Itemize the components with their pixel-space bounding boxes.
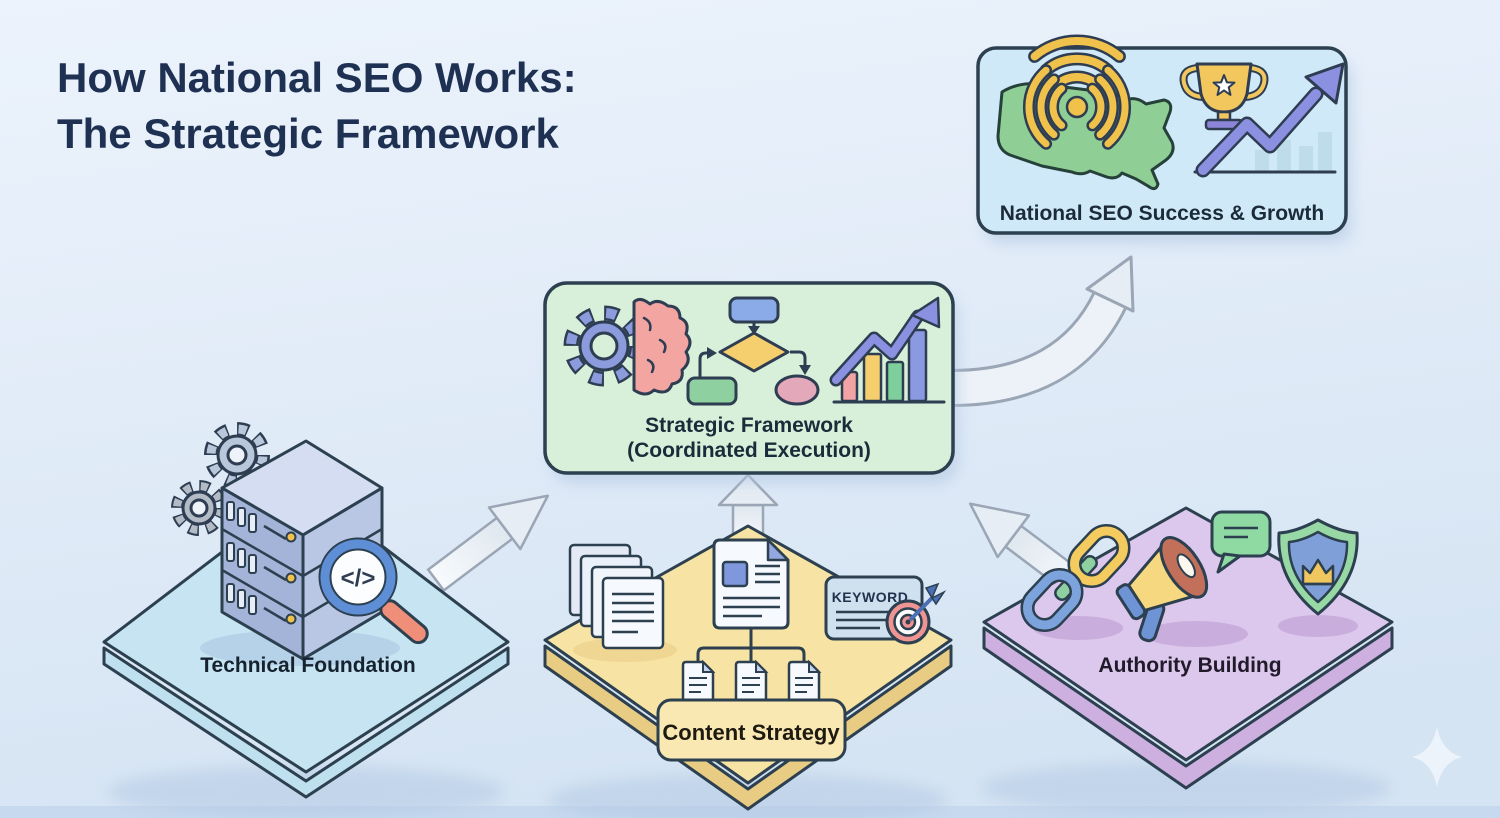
target-icon — [885, 582, 947, 645]
platform-authority-label: Authority Building — [1098, 654, 1281, 677]
growth-chart-icon — [829, 296, 946, 404]
chain-link-icon — [1020, 523, 1131, 633]
code-symbol-text: </> — [341, 565, 376, 592]
framework-label-line2: (Coordinated Execution) — [627, 439, 871, 462]
shield-crown-icon — [1277, 518, 1359, 616]
platform-technical-label: Technical Foundation — [200, 654, 415, 677]
wifi-signal-icon — [1022, 34, 1132, 150]
framework-box: Strategic Framework (Coordinated Executi… — [543, 281, 959, 484]
sparkle-icon — [1412, 727, 1462, 787]
speech-bubble-icon — [1210, 510, 1272, 574]
trophy-icon — [1179, 62, 1269, 131]
title-line-2: The Strategic Framework — [57, 110, 559, 157]
page-title: How National SEO Works: The Strategic Fr… — [57, 54, 577, 157]
platform-content-labelplate: Content Strategy — [656, 698, 847, 762]
platform-authority: Authority Building — [981, 506, 1394, 814]
platform-content-label: Content Strategy — [662, 720, 840, 745]
arrow-technical-to-framework — [426, 494, 550, 593]
megaphone-icon — [1115, 536, 1209, 643]
title-line-1: How National SEO Works: — [57, 54, 577, 101]
platform-technical: </> Technical Foundation — [102, 422, 510, 818]
keyword-tag-text: KEYWORD — [832, 589, 909, 605]
shield-shadow — [1278, 615, 1358, 637]
success-box: National SEO Success & Growth — [976, 34, 1352, 244]
framework-label-line1: Strategic Framework — [645, 414, 853, 437]
magnifier-code-icon: </> — [318, 537, 429, 645]
megaphone-shadow — [1144, 621, 1248, 647]
platform-content: KEYWORD Content Strategy — [543, 524, 953, 818]
growth-arrow-icon — [1193, 62, 1345, 178]
flowchart-icon — [686, 296, 820, 406]
document-stack-icon — [568, 543, 677, 662]
gear-brain-icon — [563, 297, 692, 396]
content-tree-icon — [678, 538, 824, 708]
success-box-label: National SEO Success & Growth — [1000, 202, 1324, 225]
